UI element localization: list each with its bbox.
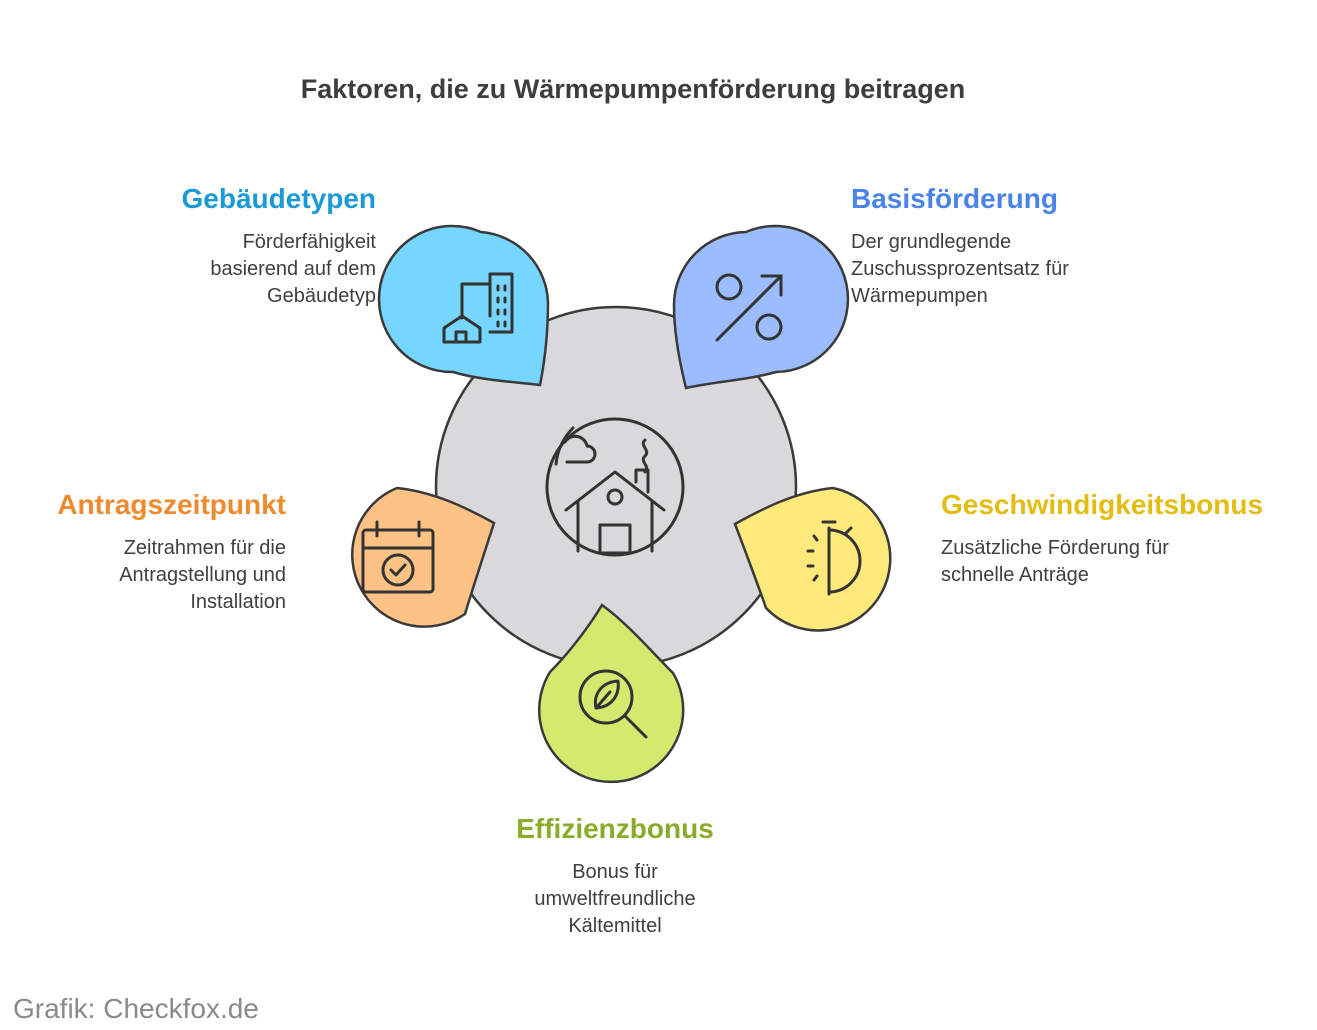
factor-description: Zusätzliche Förderung für schnelle Anträ…	[941, 536, 1169, 586]
image-credit: Grafik: Checkfox.de	[13, 993, 259, 1024]
drop-geschwindigkeitsbonus	[733, 486, 892, 632]
percent-icon	[715, 273, 783, 342]
leaf-search-icon	[578, 669, 648, 739]
factor-gebaeudetypen: Gebäudetypen Förderfähigkeit basierend a…	[96, 183, 376, 310]
factor-heading: Effizienzbonus	[516, 813, 714, 844]
factor-description: Der grundlegende Zuschussprozentsatz für…	[851, 230, 1069, 307]
factor-antragszeitpunkt: Antragszeitpunkt Zeitrahmen für die Antr…	[26, 489, 286, 616]
factor-heading: Basisförderung	[851, 183, 1058, 214]
factor-description: Zeitrahmen für die Antragstellung und In…	[119, 536, 286, 613]
factor-effizienzbonus: Effizienzbonus Bonus für umweltfreundlic…	[465, 813, 765, 940]
calendar-check-icon	[361, 520, 435, 594]
factor-description: Förderfähigkeit basierend auf dem Gebäud…	[210, 230, 376, 307]
factor-basisfoerderung: Basisförderung Der grundlegende Zuschuss…	[851, 183, 1151, 310]
factor-description: Bonus für umweltfreundliche Kältemittel	[534, 860, 696, 937]
factor-heading: Geschwindigkeitsbonus	[941, 489, 1264, 520]
stopwatch-icon	[806, 520, 862, 596]
buildings-icon	[442, 272, 514, 344]
diagram-title: Faktoren, die zu Wärmepumpenförderung be…	[300, 74, 966, 104]
factor-heading: Gebäudetypen	[181, 183, 376, 214]
house-with-cloud-and-smoke-icon	[545, 417, 685, 557]
factor-heading: Antragszeitpunkt	[57, 489, 286, 520]
drop-basisfoerderung	[672, 224, 850, 390]
factor-geschwindigkeitsbonus: Geschwindigkeitsbonus Zusätzliche Förder…	[941, 489, 1281, 589]
drop-gebaeudetypen	[377, 224, 550, 387]
